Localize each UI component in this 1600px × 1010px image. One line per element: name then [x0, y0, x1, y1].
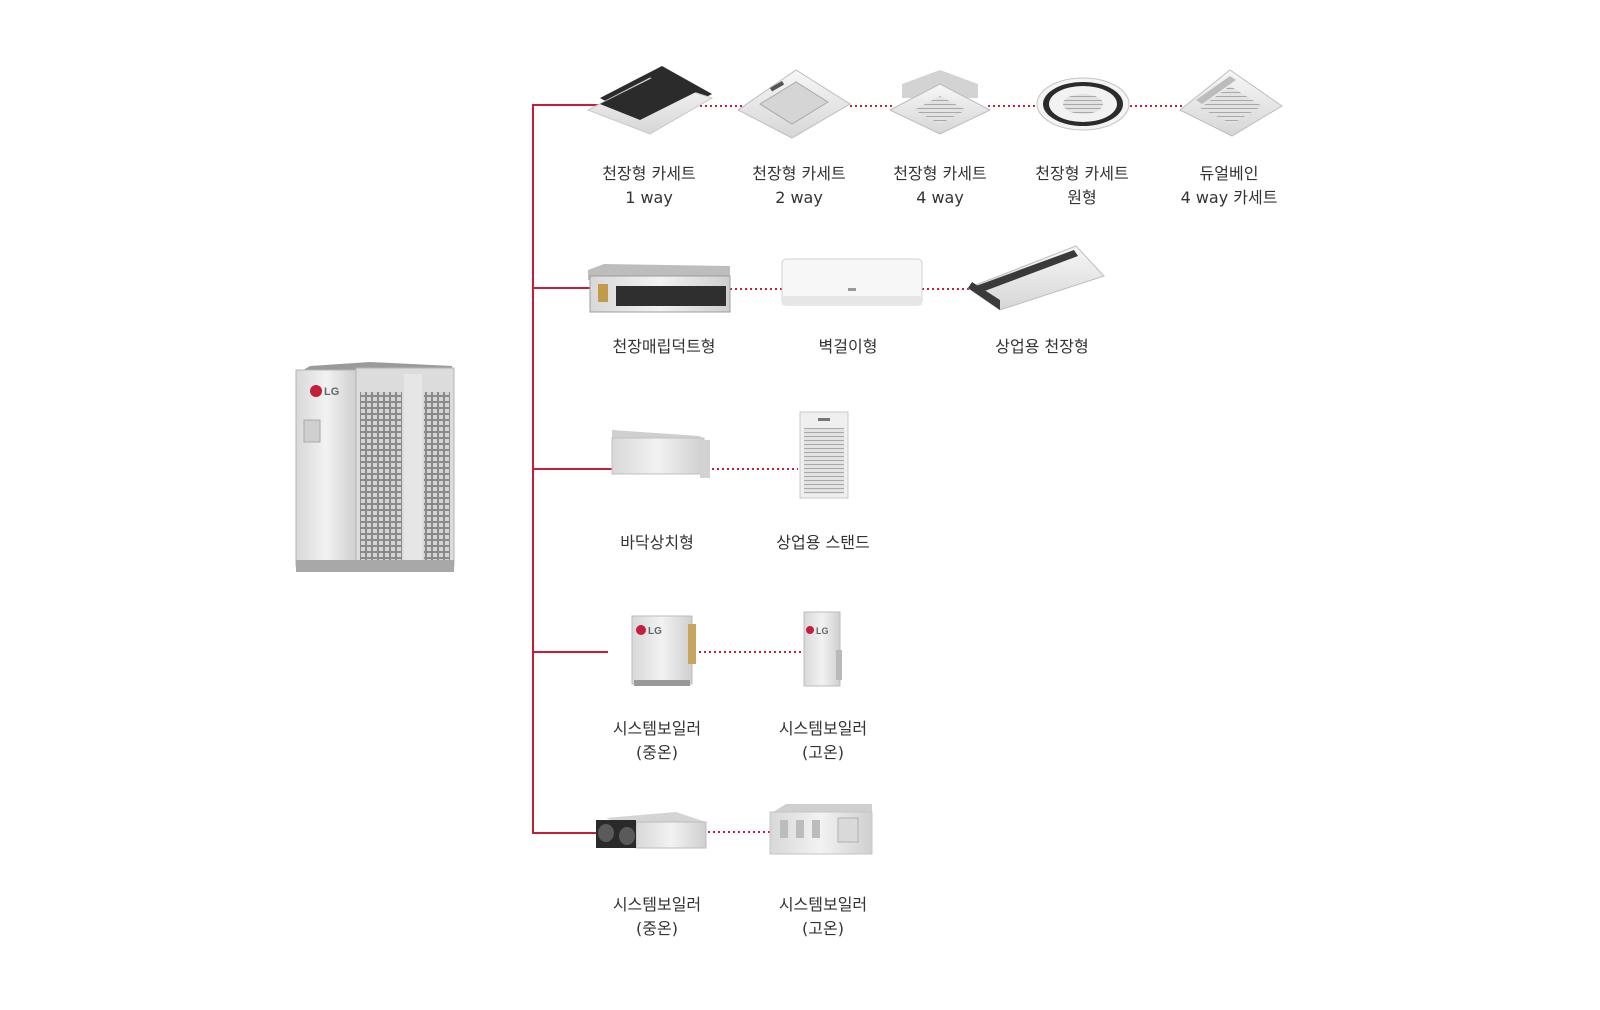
ceiling-duct-icon	[588, 264, 731, 313]
label-line: 시스템보일러	[778, 895, 868, 914]
label-dual-vane-cassette: 듀얼베인 4 way 카세트	[1181, 162, 1278, 210]
label-line: 상업용 천장형	[995, 337, 1089, 356]
label-floor-standing: 바닥상치형	[620, 531, 694, 555]
label-line: 4 way	[916, 188, 964, 207]
system-boiler-high-icon: LG	[803, 611, 842, 687]
cassette-1way-icon	[586, 66, 714, 135]
boiler-high-brand-text: LG	[816, 626, 829, 636]
label-line: 바닥상치형	[620, 533, 694, 552]
label-line: 원형	[1067, 188, 1097, 207]
cassette-round-icon	[1036, 77, 1130, 131]
label-line: 2 way	[775, 188, 823, 207]
label-cassette-round: 천장형 카세트 원형	[1035, 162, 1128, 210]
cassette-2way-icon	[737, 69, 851, 139]
connector-lines	[532, 104, 1190, 834]
label-line: 천장형 카세트	[893, 164, 987, 183]
label-line: (고온)	[802, 743, 844, 762]
lg-logo-icon	[806, 626, 814, 634]
label-line: 천장매립덕트형	[612, 337, 716, 356]
label-line: 벽걸이형	[818, 337, 878, 356]
label-line: 천장형 카세트	[752, 164, 846, 183]
label-wall-mounted: 벽걸이형	[819, 335, 878, 359]
label-ceiling-duct: 천장매립덕트형	[612, 335, 715, 359]
label-system-boiler-high: 시스템보일러 (고온)	[779, 717, 867, 765]
boiler-mid-brand-text: LG	[648, 626, 662, 637]
lg-logo-icon	[636, 625, 646, 635]
label-line: (고온)	[802, 919, 844, 938]
label-line: 천장형 카세트	[1035, 164, 1129, 183]
dual-vane-cassette-icon	[1179, 69, 1283, 137]
wall-mounted-icon	[781, 258, 923, 306]
label-commercial-stand: 상업용 스탠드	[776, 531, 869, 555]
system-boiler-mid-icon: LG	[631, 615, 696, 686]
label-cassette-2way: 천장형 카세트 2 way	[752, 162, 845, 210]
label-commercial-ceiling: 상업용 천장형	[995, 335, 1088, 359]
label-ventilation-unit: 시스템보일러 (중온)	[613, 893, 701, 941]
label-cassette-1way: 천장형 카세트 1 way	[602, 162, 695, 210]
label-line: 시스템보일러	[778, 719, 868, 738]
label-line: 듀얼베인	[1199, 164, 1259, 183]
label-line: 4 way 카세트	[1180, 188, 1278, 207]
label-cassette-4way: 천장형 카세트 4 way	[893, 162, 986, 210]
cassette-4way-icon	[888, 70, 992, 135]
lg-logo-icon	[310, 385, 322, 397]
label-line: 상업용 스탠드	[776, 533, 870, 552]
label-air-handling-unit: 시스템보일러 (고온)	[779, 893, 867, 941]
label-line: 1 way	[625, 188, 673, 207]
label-line: 천장형 카세트	[602, 164, 696, 183]
commercial-ceiling-icon	[966, 245, 1105, 311]
label-system-boiler-mid: 시스템보일러 (중온)	[613, 717, 701, 765]
floor-standing-icon	[611, 430, 710, 478]
air-handling-unit-icon	[769, 804, 873, 855]
outdoor-brand-text: LG	[324, 386, 339, 398]
outdoor-unit-icon: LG	[295, 362, 455, 572]
ventilation-unit-icon	[596, 812, 707, 849]
label-line: (중온)	[636, 919, 678, 938]
label-line: (중온)	[636, 743, 678, 762]
commercial-stand-icon	[799, 411, 849, 499]
label-line: 시스템보일러	[612, 895, 702, 914]
label-line: 시스템보일러	[612, 719, 702, 738]
